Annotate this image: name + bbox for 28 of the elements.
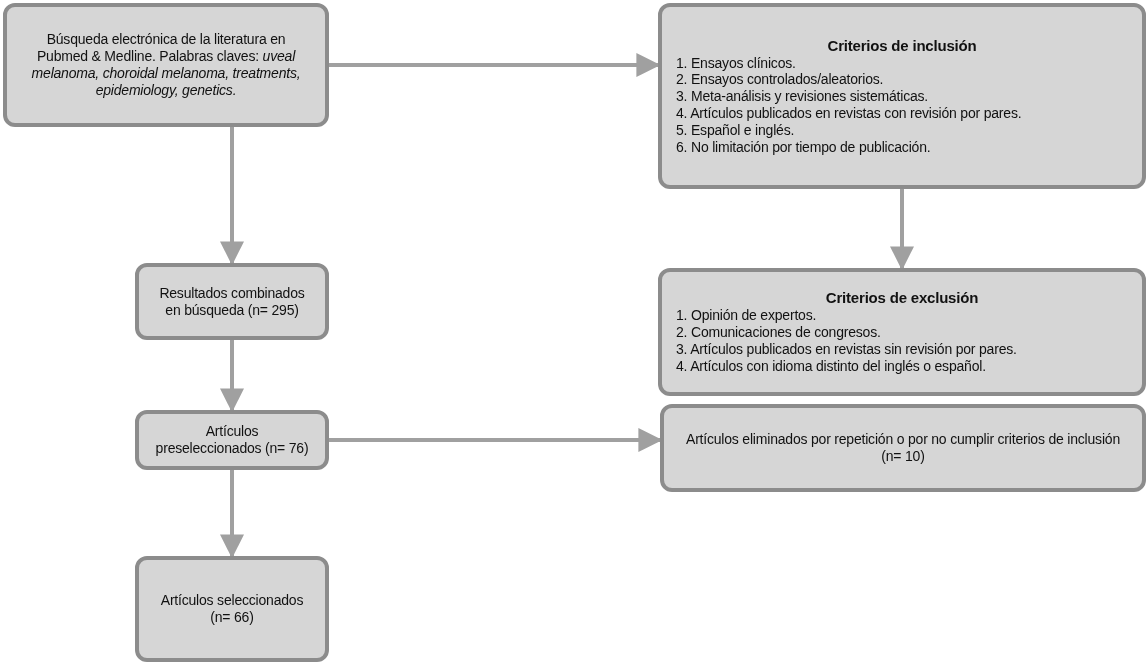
- process-box: [135, 410, 329, 470]
- list-item: 2. Comunicaciones de congresos.: [676, 324, 882, 341]
- box-text: Artículos preseleccionados (n= 76): [154, 423, 310, 457]
- list-item: 4. Artículos publicados en revistas con revisión por pares.: [676, 105, 1023, 122]
- box-text: Artículos eliminados por repetición o por no cumplir criterios de inclusión (n= 10): [685, 431, 1121, 465]
- list-item: 4. Artículos con idioma distinto del inglés o español.: [676, 357, 987, 375]
- list-item: 6. No limitación por tiempo de publicación.: [676, 138, 932, 156]
- process-box: [660, 404, 1146, 492]
- arrow: [220, 340, 244, 413]
- list-item: 3. Artículos publicados en revistas sin revisión por pares.: [676, 341, 1018, 358]
- list-item: 1. Opinión de expertos.: [676, 307, 818, 325]
- process-box: [135, 263, 329, 340]
- box-text: Búsqueda electrónica de la literatura en Pubmed & Medline. Palabras claves: uveal melanoma, choroidal melanoma, treatments, epidemiology, genetics.: [30, 31, 302, 99]
- list-item: 1. Ensayos clínicos.: [676, 54, 797, 72]
- box-text: Resultados combinados en búsqueda (n= 295): [158, 284, 306, 319]
- arrow: [890, 189, 914, 271]
- list-item: 3. Meta-análisis y revisiones sistemáticas.: [676, 88, 930, 105]
- box-heading: Criterios de exclusión: [824, 289, 980, 308]
- box-heading: Criterios de inclusión: [826, 36, 978, 55]
- box-text: Artículos seleccionados (n= 66): [159, 592, 305, 626]
- arrow: [220, 470, 244, 559]
- criteria-box: [658, 3, 1146, 189]
- list-item: 2. Ensayos controlados/aleatorios.: [676, 71, 885, 89]
- process-box: [3, 3, 329, 127]
- process-box: [135, 556, 329, 662]
- list-item: 5. Español e inglés.: [676, 121, 796, 139]
- criteria-box: [658, 268, 1146, 396]
- arrow: [220, 127, 244, 266]
